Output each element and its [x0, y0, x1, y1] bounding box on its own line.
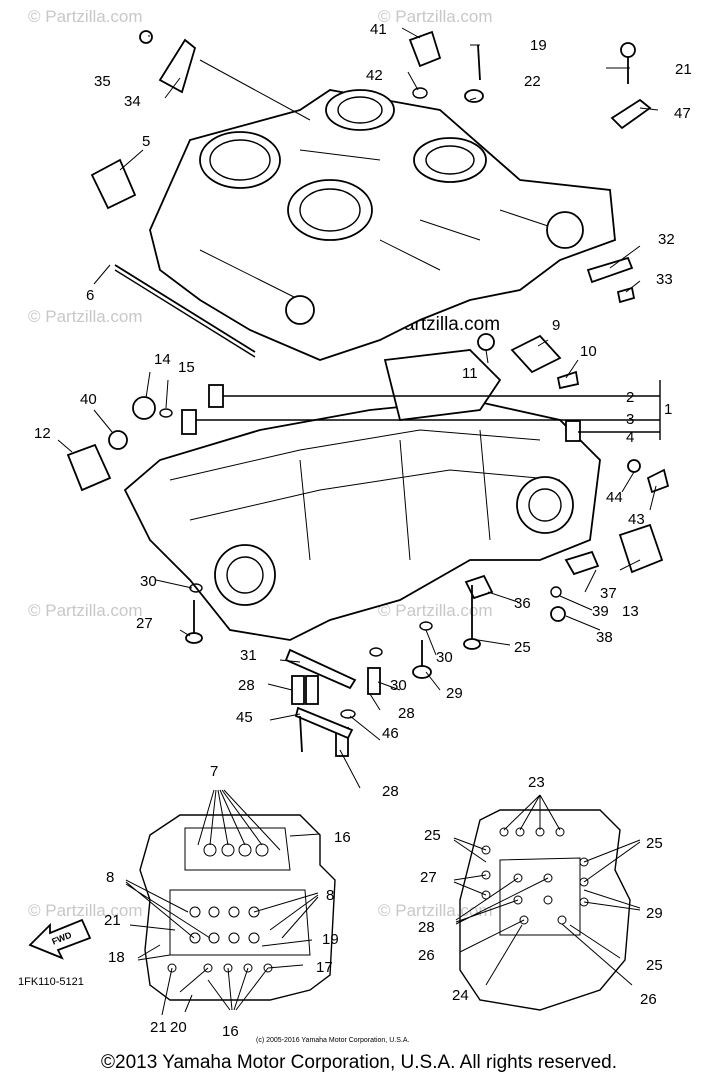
lower-bolt-pattern — [453, 794, 641, 1011]
callout-8a: 8 — [106, 869, 114, 886]
callout-21a: 21 — [675, 61, 692, 78]
upper-crankcase — [149, 89, 616, 361]
callout-29b: 29 — [646, 905, 663, 922]
watermark-c3: © Partzilla.com — [378, 901, 493, 920]
callout-8b: 8 — [326, 887, 334, 904]
callout-4: 4 — [626, 429, 634, 446]
callout-12: 12 — [34, 425, 51, 442]
callout-30a: 30 — [140, 573, 157, 590]
callout-15: 15 — [178, 359, 195, 376]
watermark-c2: © Partzilla.com — [378, 601, 493, 620]
callout-10: 10 — [580, 343, 597, 360]
leader-lines — [57, 27, 661, 789]
callout-17: 17 — [316, 959, 333, 976]
callout-35: 35 — [94, 73, 111, 90]
footer-copyright: ©2013 Yamaha Motor Corporation, U.S.A. A… — [101, 1052, 617, 1073]
callout-32: 32 — [658, 231, 675, 248]
callout-23: 23 — [528, 774, 545, 791]
callout-11: 11 — [462, 365, 478, 382]
watermark-l3: © Partzilla.com — [28, 901, 143, 920]
callout-3: 3 — [626, 411, 634, 428]
callout-16b: 16 — [222, 1023, 239, 1040]
callout-25b: 25 — [424, 827, 441, 844]
callout-38: 38 — [596, 629, 613, 646]
watermark-tc: © Partzilla.com — [378, 7, 493, 26]
watermark-tl: © Partzilla.com — [28, 7, 143, 26]
callout-28d: 28 — [418, 919, 435, 936]
callout-34: 34 — [124, 93, 141, 110]
callout-37: 37 — [600, 585, 617, 602]
callout-22: 22 — [524, 73, 541, 90]
callout-30c: 30 — [390, 677, 407, 694]
callout-43: 43 — [628, 511, 645, 528]
callout-27a: 27 — [136, 615, 153, 632]
callout-40: 40 — [80, 391, 97, 408]
callout-31: 31 — [240, 647, 257, 664]
callout-16a: 16 — [334, 829, 351, 846]
parts — [66, 30, 670, 757]
callout-36: 36 — [514, 595, 531, 612]
callout-28b: 28 — [398, 705, 415, 722]
watermark-ml: © Partzilla.com — [28, 307, 143, 326]
callout-28c: 28 — [382, 783, 399, 800]
callout-44: 44 — [606, 489, 623, 506]
callout-28a: 28 — [238, 677, 255, 694]
callout-2: 2 — [626, 389, 634, 406]
lower-crankcase — [123, 349, 601, 641]
watermarks: © Partzilla.com © Partzilla.com © Partzi… — [28, 7, 500, 920]
callout-14: 14 — [154, 351, 171, 368]
callout-25a: 25 — [514, 639, 531, 656]
callout-21c: 21 — [150, 1019, 167, 1036]
callout-20: 20 — [170, 1019, 187, 1036]
fwd-arrow: FWD — [28, 918, 92, 960]
callout-24: 24 — [452, 987, 469, 1004]
callout-26b: 26 — [640, 991, 657, 1008]
callout-5: 5 — [142, 133, 150, 150]
diagram-code: 1FK110-5121 — [18, 976, 84, 988]
callout-labels: 1 2 3 4 5 6 7 8 8 9 10 11 12 13 14 15 16… — [34, 21, 692, 1040]
callout-42: 42 — [366, 67, 383, 84]
callout-47: 47 — [674, 105, 691, 122]
callout-26a: 26 — [418, 947, 435, 964]
callout-1: 1 — [664, 401, 672, 418]
upper-bolt-pattern — [125, 789, 336, 1016]
callout-13: 13 — [622, 603, 639, 620]
callout-46: 46 — [382, 725, 399, 742]
callout-7: 7 — [210, 763, 218, 780]
watermark-l2: © Partzilla.com — [28, 601, 143, 620]
callout-19a: 19 — [530, 37, 547, 54]
callout-27b: 27 — [420, 869, 437, 886]
callout-9: 9 — [552, 317, 560, 334]
copyright-small: (c) 2005-2016 Yamaha Motor Corporation, … — [256, 1037, 409, 1044]
callout-19b: 19 — [322, 931, 339, 948]
callout-39: 39 — [592, 603, 609, 620]
callout-33: 33 — [656, 271, 673, 288]
callout-30b: 30 — [436, 649, 453, 666]
callout-25d: 25 — [646, 957, 663, 974]
callout-41: 41 — [370, 21, 387, 38]
callout-29a: 29 — [446, 685, 463, 702]
callout-25c: 25 — [646, 835, 663, 852]
callout-6: 6 — [86, 287, 94, 304]
callout-21b: 21 — [104, 912, 121, 929]
callout-18: 18 — [108, 949, 125, 966]
callout-45: 45 — [236, 709, 253, 726]
